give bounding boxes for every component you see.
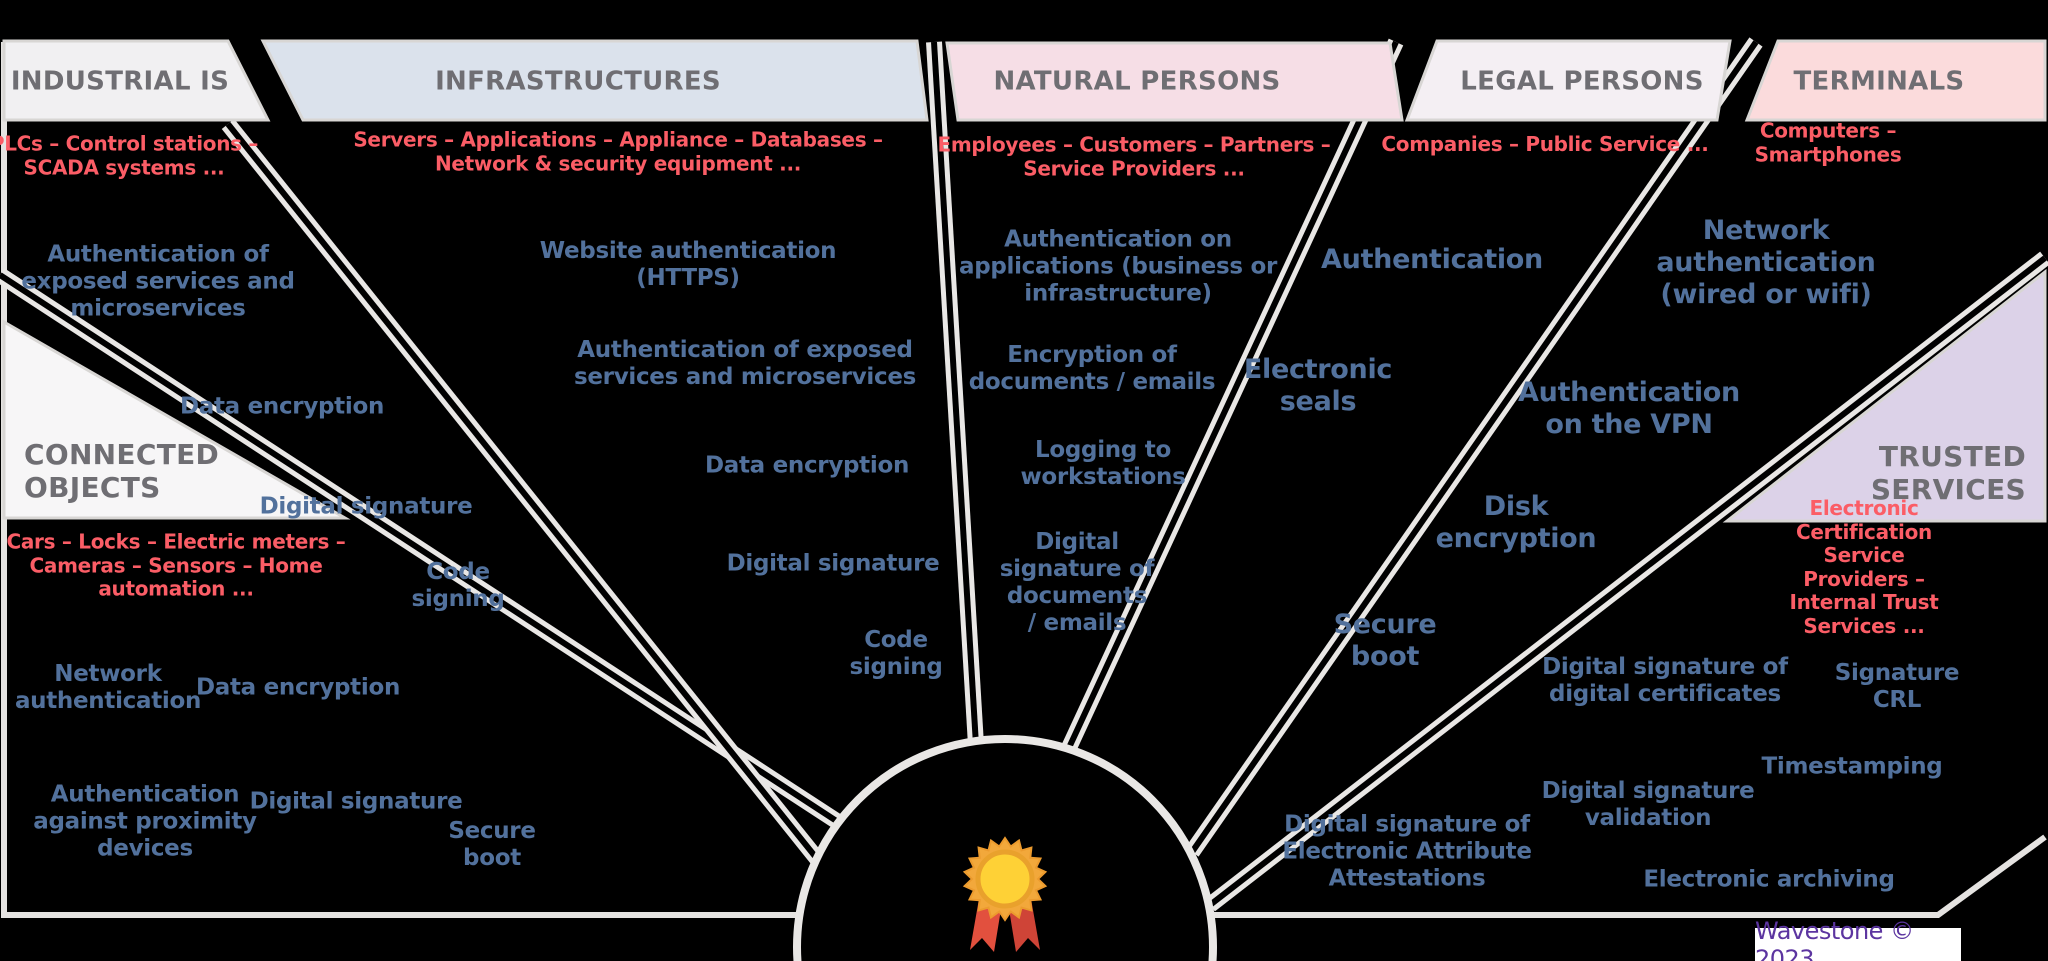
- item-industrial-digital-signature: Digital signature: [259, 493, 473, 520]
- band-natural-persons: [945, 41, 1404, 122]
- item-natural-signature-docs: Digital signature of documents / emails: [999, 528, 1155, 637]
- item-terminals-vpn-auth: Authentication on the VPN: [1518, 377, 1740, 440]
- credit-text: Wavestone © 2023: [1755, 916, 1914, 961]
- item-industrial-data-encryption: Data encryption: [179, 393, 385, 420]
- item-natural-encryption-docs: Encryption of documents / emails: [968, 341, 1216, 395]
- caption-legal-persons: Companies – Public Service ...: [1381, 132, 1709, 157]
- header-infrastructures: INFRASTRUCTURES: [435, 66, 721, 97]
- item-natural-logging: Logging to workstations: [1020, 436, 1186, 490]
- item-connected-network-auth: Network authentication: [14, 660, 202, 714]
- header-bands: [2, 39, 2047, 523]
- item-infra-digital-signature: Digital signature: [726, 550, 940, 577]
- caption-terminals: Computers – Smartphones: [1754, 118, 1902, 166]
- separator-terminals-trusted: [1205, 251, 2048, 912]
- item-legal-electronic-seals: Electronic seals: [1243, 354, 1393, 417]
- item-terminals-network-auth: Network authentication (wired or wifi): [1656, 215, 1876, 310]
- item-infra-code-signing: Code signing: [849, 626, 943, 680]
- header-connected-objects: CONNECTED OBJECTS: [24, 438, 220, 505]
- separator-legal-terminals: [1185, 37, 1763, 857]
- item-trusted-signature-validation: Digital signature validation: [1541, 777, 1755, 831]
- caption-connected-objects: Cars – Locks – Electric meters – Cameras…: [6, 529, 346, 601]
- caption-natural-persons: Employees – Customers – Partners – Servi…: [937, 132, 1331, 180]
- caption-industrial-is: PLCs – Control stations – SCADA systems …: [0, 131, 259, 179]
- band-legal-persons: [1404, 39, 1732, 122]
- caption-trusted-services: Electronic Certification Service Provide…: [1789, 496, 1939, 639]
- header-legal-persons: LEGAL PERSONS: [1460, 66, 1704, 97]
- item-infra-website-auth: Website authentication (HTTPS): [539, 237, 837, 291]
- header-natural-persons: NATURAL PERSONS: [993, 66, 1281, 97]
- wedge-separators: [0, 37, 2048, 912]
- item-connected-secure-boot: Secure boot: [448, 817, 536, 871]
- credit-box: Wavestone © 2023: [1755, 917, 1961, 961]
- header-industrial-is: INDUSTRIAL IS: [10, 66, 230, 97]
- item-infra-auth-exposed: Authentication of exposed services and m…: [573, 336, 917, 390]
- separator-natural-legal: [1059, 38, 1404, 756]
- band-industrial-is: [2, 39, 271, 122]
- item-terminals-disk-encryption: Disk encryption: [1435, 491, 1597, 554]
- award-badge-icon: [962, 836, 1048, 952]
- item-legal-authentication: Authentication: [1321, 244, 1543, 276]
- item-connected-proximity-auth: Authentication against proximity devices: [33, 781, 257, 862]
- item-trusted-timestamping: Timestamping: [1761, 753, 1943, 780]
- item-infra-data-encryption: Data encryption: [704, 452, 910, 479]
- item-trusted-signature-certificates: Digital signature of digital certificate…: [1542, 653, 1788, 707]
- item-connected-data-encryption: Data encryption: [195, 674, 401, 701]
- caption-infrastructures: Servers – Applications – Appliance – Dat…: [353, 127, 883, 175]
- item-trusted-attribute-attestations: Digital signature of Electronic Attribut…: [1282, 811, 1532, 892]
- header-terminals: TERMINALS: [1793, 66, 1965, 97]
- band-trusted-services: [1722, 268, 2047, 523]
- item-industrial-code-signing: Code signing: [411, 558, 505, 612]
- separator-industrial-infrastructures: [221, 118, 825, 866]
- item-connected-digital-signature: Digital signature: [249, 788, 463, 815]
- item-natural-auth-applications: Authentication on applications (business…: [958, 226, 1278, 307]
- item-trusted-electronic-archiving: Electronic archiving: [1643, 866, 1895, 893]
- item-industrial-auth-exposed: Authentication of exposed services and m…: [21, 241, 295, 322]
- header-trusted-services: TRUSTED SERVICES: [1870, 440, 2026, 507]
- item-terminals-secure-boot: Secure boot: [1333, 609, 1437, 672]
- band-infrastructures: [260, 39, 929, 122]
- separator-infrastructures-natural: [926, 41, 984, 746]
- band-connected-objects: [2, 319, 351, 520]
- separator-connected-industrial: [0, 268, 843, 829]
- band-terminals: [1744, 39, 2047, 122]
- item-trusted-signature-crl: Signature CRL: [1834, 659, 1960, 713]
